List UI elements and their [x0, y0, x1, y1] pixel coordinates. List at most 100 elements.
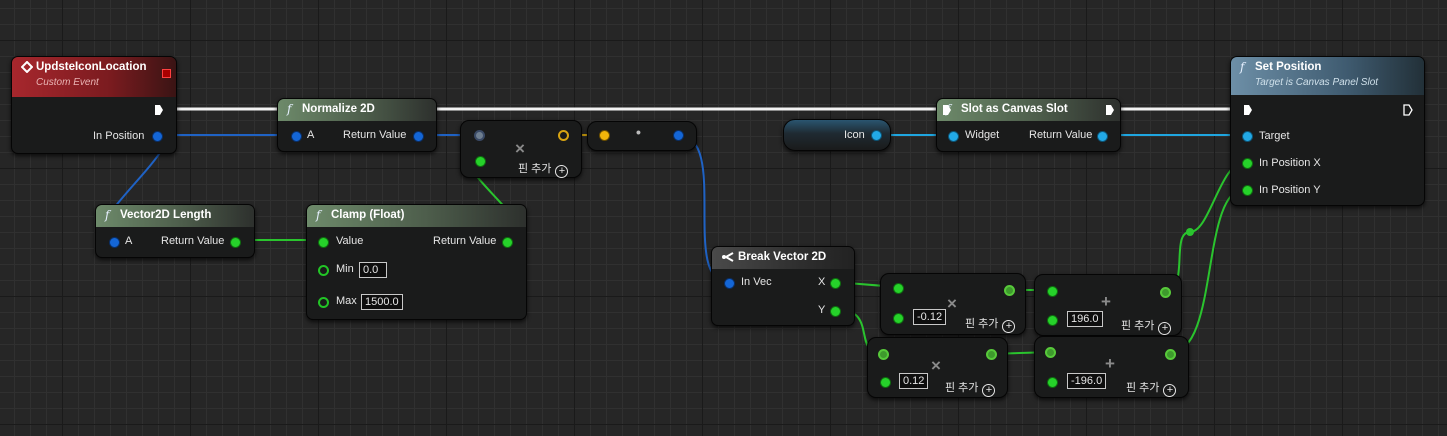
veclength-header: f Vector2D Length — [96, 205, 254, 227]
exec-out-pin[interactable] — [154, 104, 164, 116]
veclength-title: Vector2D Length — [120, 209, 212, 221]
multiply-b-pin[interactable] — [475, 156, 486, 167]
custom-event-node[interactable]: UpdsteIconLocation Custom Event In Posit… — [11, 56, 177, 154]
multiply-y-return-pin[interactable] — [986, 349, 997, 360]
set-in-y-pin[interactable] — [1242, 185, 1253, 196]
add-pin-icon: + — [555, 165, 569, 178]
event-subtitle: Custom Event — [36, 77, 99, 88]
clamp-return-pin[interactable] — [502, 237, 513, 248]
multiply-add-pin[interactable]: 핀 추가+ — [518, 160, 569, 178]
add-x-return-pin[interactable] — [1160, 287, 1171, 298]
break-x-pin[interactable] — [830, 278, 841, 289]
slot-return-pin[interactable] — [1097, 131, 1108, 142]
multiply-a-pin[interactable] — [474, 130, 485, 141]
icon-variable-pin[interactable] — [871, 130, 882, 141]
slot-canvas-title: Slot as Canvas Slot — [961, 103, 1068, 115]
clamp-min-pin[interactable] — [318, 265, 329, 276]
icon-variable-node[interactable]: Icon — [783, 119, 891, 151]
set-target-pin[interactable] — [1242, 131, 1253, 142]
add-x-add-pin[interactable]: 핀 추가+ — [1121, 317, 1172, 335]
multiply-x-input[interactable]: -0.12 — [913, 309, 947, 325]
add-y-a-pin[interactable] — [1045, 347, 1056, 358]
function-icon: f — [287, 102, 292, 116]
add-pin-icon: + — [1158, 322, 1172, 335]
add-y-add-pin[interactable]: 핀 추가+ — [1126, 379, 1177, 397]
veclength-a-label: A — [125, 235, 133, 247]
clamp-value-label: Value — [336, 235, 364, 247]
set-position-node[interactable]: f Set Position Target is Canvas Panel Sl… — [1230, 56, 1425, 206]
veclength-a-pin[interactable] — [109, 237, 120, 248]
add-x-a-pin[interactable] — [1047, 286, 1058, 297]
clamp-min-label: Min — [336, 263, 354, 275]
set-in-x-label: In Position X — [1259, 157, 1321, 169]
function-icon: f — [316, 208, 321, 222]
multiply-x-b-pin[interactable] — [893, 313, 904, 324]
conversion-in-pin[interactable] — [599, 130, 610, 141]
multiply-x-a-pin[interactable] — [893, 283, 904, 294]
add-pin-label: 핀 추가 — [945, 382, 979, 394]
event-header: UpdsteIconLocation Custom Event — [12, 57, 176, 97]
exec-in-pin[interactable] — [1243, 104, 1253, 116]
add-pin-label: 핀 추가 — [965, 318, 999, 330]
break-invec-pin[interactable] — [724, 278, 735, 289]
exec-out-pin[interactable] — [1403, 104, 1413, 116]
conversion-out-pin[interactable] — [673, 130, 684, 141]
add-x-b-pin[interactable] — [1047, 315, 1058, 326]
set-position-subtitle: Target is Canvas Panel Slot — [1255, 77, 1379, 88]
exec-in-pin[interactable] — [942, 104, 952, 116]
set-target-label: Target — [1259, 130, 1290, 142]
add-y-node[interactable]: + -196.0 핀 추가+ — [1034, 336, 1189, 398]
add-x-input[interactable]: 196.0 — [1067, 311, 1103, 327]
multiply-y-node[interactable]: × 0.12 핀 추가+ — [867, 337, 1008, 398]
clamp-float-node[interactable]: f Clamp (Float) Value Return Value Min 0… — [306, 204, 527, 320]
set-in-x-pin[interactable] — [1242, 158, 1253, 169]
clamp-max-input[interactable]: 1500.0 — [361, 294, 403, 310]
add-pin-label: 핀 추가 — [1121, 320, 1155, 332]
slot-widget-pin[interactable] — [948, 131, 959, 142]
normalize-2d-node[interactable]: f Normalize 2D A Return Value — [277, 98, 437, 152]
normalize-a-pin[interactable] — [291, 131, 302, 142]
add-icon: + — [1105, 354, 1115, 373]
multiply-y-b-pin[interactable] — [880, 377, 891, 388]
add-x-node[interactable]: + 196.0 핀 추가+ — [1034, 274, 1182, 336]
multiply-node[interactable]: × 핀 추가+ — [460, 120, 582, 178]
veclength-return-label: Return Value — [161, 235, 225, 247]
multiply-y-add-pin[interactable]: 핀 추가+ — [945, 379, 996, 397]
vector2d-length-node[interactable]: f Vector2D Length A Return Value — [95, 204, 255, 258]
multiply-y-a-pin[interactable] — [878, 349, 889, 360]
normalize-return-pin[interactable] — [413, 131, 424, 142]
break-vector-header: Break Vector 2D — [712, 247, 854, 269]
clamp-min-input[interactable]: 0.0 — [359, 262, 387, 278]
break-vector-2d-node[interactable]: Break Vector 2D In Vec X Y — [711, 246, 855, 326]
add-y-return-pin[interactable] — [1165, 349, 1176, 360]
add-y-input[interactable]: -196.0 — [1067, 373, 1107, 389]
multiply-x-node[interactable]: × -0.12 핀 추가+ — [880, 273, 1026, 335]
multiply-icon: × — [947, 294, 957, 313]
multiply-x-add-pin[interactable]: 핀 추가+ — [965, 315, 1016, 333]
add-y-b-pin[interactable] — [1047, 377, 1058, 388]
break-y-pin[interactable] — [830, 306, 841, 317]
clamp-max-pin[interactable] — [318, 297, 329, 308]
delegate-pin[interactable] — [162, 69, 171, 78]
icon-variable-label: Icon — [844, 129, 865, 141]
clamp-header: f Clamp (Float) — [307, 205, 526, 227]
multiply-x-return-pin[interactable] — [1004, 285, 1015, 296]
add-pin-label: 핀 추가 — [518, 163, 552, 175]
clamp-max-label: Max — [336, 295, 357, 307]
slot-as-canvas-slot-node[interactable]: f Slot as Canvas Slot Widget Return Valu… — [936, 98, 1121, 152]
break-invec-label: In Vec — [741, 276, 772, 288]
slot-return-label: Return Value — [1029, 129, 1093, 141]
multiply-icon: × — [931, 356, 941, 375]
set-position-title: Set Position — [1255, 61, 1322, 73]
event-title: UpdsteIconLocation — [36, 61, 147, 73]
exec-out-pin[interactable] — [1105, 104, 1115, 116]
multiply-return-pin[interactable] — [558, 130, 569, 141]
multiply-y-input[interactable]: 0.12 — [899, 373, 929, 389]
clamp-value-pin[interactable] — [318, 237, 329, 248]
in-position-pin[interactable] — [152, 131, 163, 142]
veclength-return-pin[interactable] — [230, 237, 241, 248]
conversion-node[interactable]: • — [587, 121, 697, 151]
break-x-label: X — [818, 276, 826, 288]
normalize-a-label: A — [307, 129, 315, 141]
break-vector-title: Break Vector 2D — [738, 251, 827, 263]
